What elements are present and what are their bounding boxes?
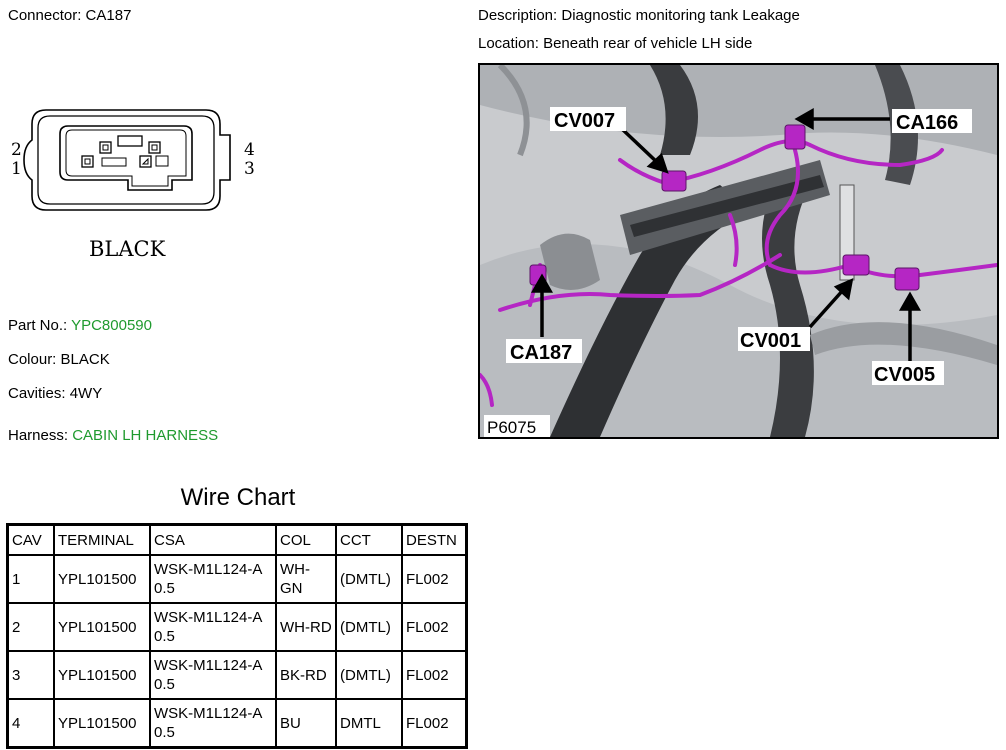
pin-label-3: 3 [244, 159, 255, 179]
cell-csa: WSK-M1L124-A 0.5 [149, 650, 277, 700]
cell-terminal: YPL101500 [53, 554, 151, 604]
cell-csa: WSK-M1L124-A 0.5 [149, 554, 277, 604]
table-row: 2 YPL101500 WSK-M1L124-A 0.5 WH-RD (DMTL… [7, 602, 467, 652]
colour-line: Colour: BLACK [8, 351, 110, 368]
part-no-label: Part No.: [8, 317, 68, 334]
cell-destn: FL002 [401, 698, 467, 748]
callout-cv007: CV007 [554, 110, 615, 132]
pin-label-4: 4 [244, 140, 255, 160]
cell-col: WH-RD [275, 602, 337, 652]
callout-cv005: CV005 [874, 364, 935, 386]
connector-location-photo: CV007 CA166 CA187 CV001 CV005 P6075 [478, 63, 999, 439]
wire-chart-table: CAV TERMINAL CSA COL CCT DESTN 1 YPL1015… [6, 523, 468, 749]
cell-cav: 3 [7, 650, 55, 700]
cell-terminal: YPL101500 [53, 602, 151, 652]
table-row: 4 YPL101500 WSK-M1L124-A 0.5 BU DMTL FL0… [7, 698, 467, 748]
column-header-cav: CAV [7, 524, 55, 556]
cell-terminal: YPL101500 [53, 698, 151, 748]
cell-cct: (DMTL) [335, 554, 403, 604]
description-value: Diagnostic monitoring tank Leakage [561, 7, 800, 24]
connector-heading: Connector: CA187 [8, 7, 131, 24]
cell-cav: 2 [7, 602, 55, 652]
column-header-destn: DESTN [401, 524, 467, 556]
description-label: Description: [478, 7, 558, 24]
table-row: 1 YPL101500 WSK-M1L124-A 0.5 WH-GN (DMTL… [7, 554, 467, 604]
cell-cct: (DMTL) [335, 602, 403, 652]
table-header-row: CAV TERMINAL CSA COL CCT DESTN [7, 524, 467, 556]
connector-face-diagram: 2 1 4 3 BLACK [6, 100, 262, 270]
pin-label-1: 1 [11, 159, 22, 179]
callout-ca166: CA166 [896, 112, 958, 134]
cell-terminal: YPL101500 [53, 650, 151, 700]
cell-cct: (DMTL) [335, 650, 403, 700]
cavities-value: 4WY [69, 385, 103, 402]
connector-id: CA187 [85, 7, 132, 24]
harness-value[interactable]: CABIN LH HARNESS [72, 427, 219, 444]
connector-color-label: BLACK [89, 237, 166, 261]
cell-col: BU [275, 698, 337, 748]
column-header-cct: CCT [335, 524, 403, 556]
cell-cav: 4 [7, 698, 55, 748]
cell-destn: FL002 [401, 554, 467, 604]
cavities-label: Cavities: [8, 385, 66, 402]
part-no-line: Part No.: YPC800590 [8, 317, 152, 334]
column-header-csa: CSA [149, 524, 277, 556]
cell-cav: 1 [7, 554, 55, 604]
harness-label: Harness: [8, 427, 69, 444]
cell-destn: FL002 [401, 602, 467, 652]
column-header-terminal: TERMINAL [53, 524, 151, 556]
callout-cv001: CV001 [740, 330, 801, 352]
description-line: Description: Diagnostic monitoring tank … [478, 7, 800, 24]
callout-ca187: CA187 [510, 342, 572, 364]
connector-label: Connector: [8, 7, 82, 24]
pin-label-2: 2 [11, 140, 22, 160]
cell-cct: DMTL [335, 698, 403, 748]
figure-id: P6075 [487, 418, 536, 437]
cell-col: BK-RD [275, 650, 337, 700]
wire-chart-title: Wire Chart [180, 484, 296, 511]
cell-csa: WSK-M1L124-A 0.5 [149, 698, 277, 748]
colour-value: BLACK [60, 351, 110, 368]
cell-col: WH-GN [275, 554, 337, 604]
harness-line: Harness: CABIN LH HARNESS [8, 427, 218, 444]
location-value: Beneath rear of vehicle LH side [543, 35, 753, 52]
table-row: 3 YPL101500 WSK-M1L124-A 0.5 BK-RD (DMTL… [7, 650, 467, 700]
column-header-col: COL [275, 524, 337, 556]
cell-csa: WSK-M1L124-A 0.5 [149, 602, 277, 652]
cavities-line: Cavities: 4WY [8, 385, 102, 402]
location-label: Location: [478, 35, 539, 52]
colour-label: Colour: [8, 351, 57, 368]
location-line: Location: Beneath rear of vehicle LH sid… [478, 35, 752, 52]
part-no-value[interactable]: YPC800590 [71, 317, 152, 334]
cell-destn: FL002 [401, 650, 467, 700]
